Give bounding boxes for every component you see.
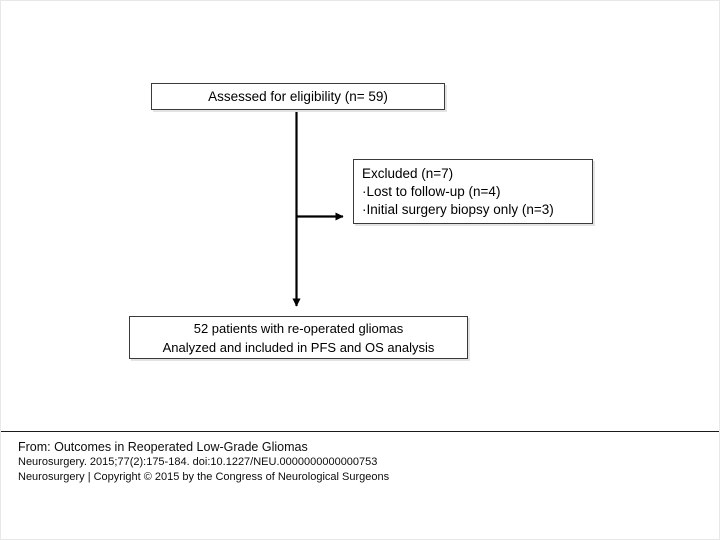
citation-block: From: Outcomes in Reoperated Low-Grade G… [18, 439, 704, 485]
node-excluded: Excluded (n=7) ·Lost to follow-up (n=4) … [353, 159, 593, 224]
node-analyzed-line-1: 52 patients with re-operated gliomas [193, 320, 404, 336]
citation-title: From: Outcomes in Reoperated Low-Grade G… [18, 440, 308, 454]
flow-diagram-figure: Assessed for eligibility (n= 59) Exclude… [1, 1, 719, 431]
node-analyzed-cohort: 52 patients with re-operated gliomas Ana… [129, 316, 468, 359]
node-analyzed-line-2: Analyzed and included in PFS and OS anal… [162, 339, 435, 355]
node-excluded-line-2: ·Lost to follow-up (n=4) [362, 183, 501, 199]
citation-copyright: Neurosurgery | Copyright © 2015 by the C… [18, 471, 390, 483]
node-excluded-line-1: Excluded (n=7) [362, 165, 454, 181]
footer-divider [1, 431, 719, 432]
node-assessed-for-eligibility: Assessed for eligibility (n= 59) [151, 83, 445, 110]
citation-reference: Neurosurgery. 2015;77(2):175-184. doi:10… [18, 456, 378, 468]
node-excluded-line-3: ·Initial surgery biopsy only (n=3) [362, 201, 554, 217]
node-assessed-line-1: Assessed for eligibility (n= 59) [208, 89, 388, 104]
